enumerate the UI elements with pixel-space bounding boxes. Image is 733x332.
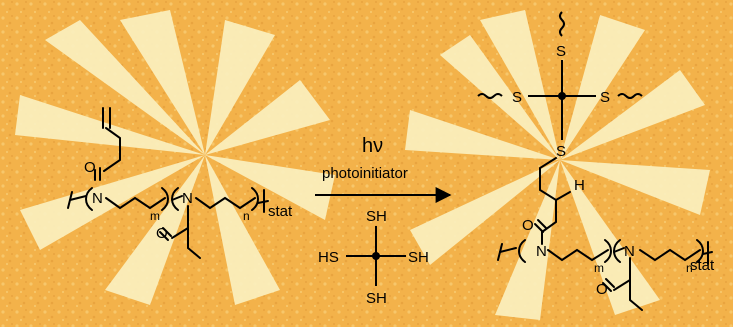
crosslinker-sh-left: HS <box>318 249 339 266</box>
reactant-structure <box>67 107 269 259</box>
reaction-arrow: hν photoinitiator <box>315 135 452 203</box>
product-sub-m: m <box>594 261 604 275</box>
crosslinker-sh-bottom: SH <box>366 290 387 307</box>
product-sub-stat: stat <box>690 257 715 274</box>
product-atom-O1: O <box>522 217 534 234</box>
crosslinker-sh-right: SH <box>408 249 429 266</box>
reactant-atom-O1: O <box>84 159 96 176</box>
product-s-left: S <box>512 89 522 106</box>
hv-label: hν <box>362 135 383 157</box>
product-labels: S S S S H O N N O m n stat <box>512 43 715 298</box>
product-atom-O2: O <box>596 281 608 298</box>
reactant-sub-n: n <box>243 209 250 223</box>
product-sub-n: n <box>686 261 693 275</box>
reactant-atom-N2: N <box>182 190 193 207</box>
pattern-right <box>405 10 710 320</box>
crosslinker-labels: SH HS SH SH <box>318 208 429 307</box>
product-center <box>558 92 566 100</box>
product-s-bottom: S <box>556 143 566 160</box>
product-atom-N2: N <box>624 243 635 260</box>
reactant-atom-N1: N <box>92 190 103 207</box>
product-atom-N1: N <box>536 243 547 260</box>
crosslinker-center <box>372 252 380 260</box>
reactant-atom-O2: O <box>156 225 168 242</box>
product-chain <box>497 157 713 311</box>
product-s-top: S <box>556 43 566 60</box>
photoinitiator-label: photoinitiator <box>322 165 408 182</box>
crosslinker-sh-top: SH <box>366 208 387 225</box>
product-s-right: S <box>600 89 610 106</box>
product-atom-H: H <box>574 177 585 194</box>
reactant-sub-m: m <box>150 209 160 223</box>
reactant-sub-stat: stat <box>268 203 293 220</box>
reactant-labels: O N N O m n stat <box>84 159 293 242</box>
